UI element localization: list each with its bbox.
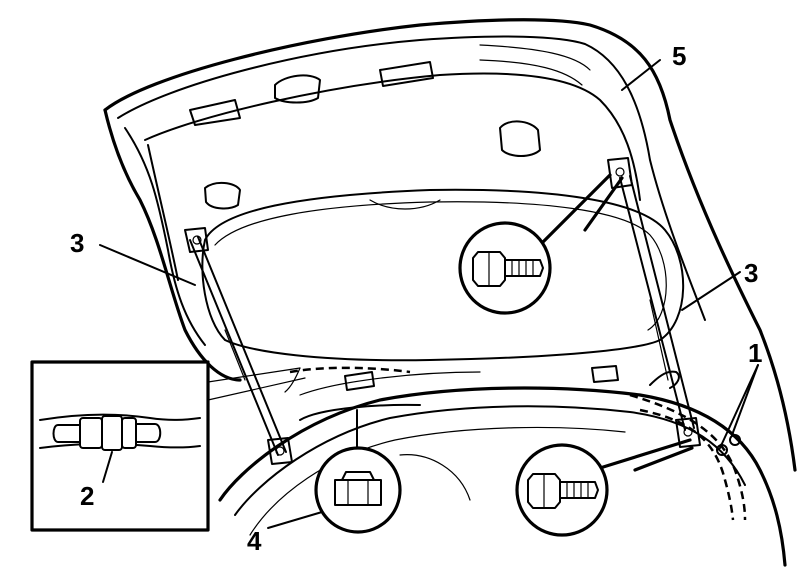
leader-lines (99, 59, 759, 529)
callout-3-right: 3 (744, 258, 758, 288)
wiring-harness (289, 366, 747, 521)
gas-strut-right (607, 157, 701, 448)
callout-3-left: 3 (70, 228, 84, 258)
liftgate-panel (103, 18, 797, 472)
bolt-detail-bottom (515, 438, 694, 537)
bolt-detail-top (458, 173, 624, 315)
connector-inset (30, 360, 306, 532)
leader-4 (267, 511, 323, 529)
leader-5 (621, 59, 661, 91)
leader-2 (102, 451, 113, 483)
hinge-brackets (284, 365, 619, 393)
leader-3-left (99, 244, 196, 286)
callout-2: 2 (80, 481, 94, 511)
gas-strut-left (184, 227, 293, 465)
callout-5: 5 (672, 41, 686, 71)
callout-4: 4 (247, 526, 262, 556)
callout-labels: 5 3 3 1 2 4 (70, 41, 762, 556)
body-opening (218, 371, 787, 567)
leader-3-right (681, 271, 741, 311)
callout-1: 1 (748, 338, 762, 368)
liftgate-inner-panel (189, 61, 685, 362)
leader-1b (719, 364, 759, 449)
nut-detail (314, 409, 402, 534)
